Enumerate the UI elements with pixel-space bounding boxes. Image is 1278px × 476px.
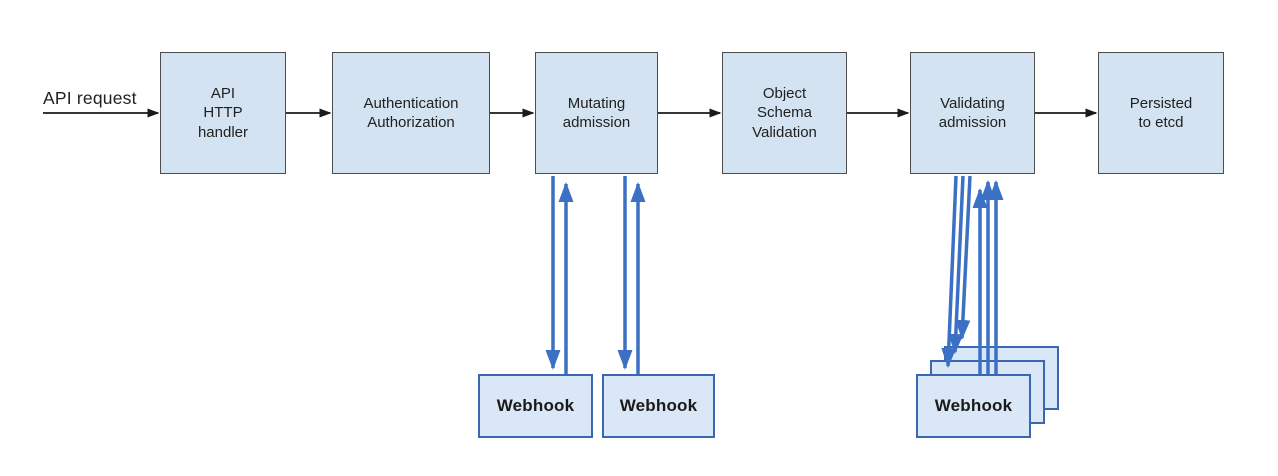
- node-authentication-authorization: Authentication Authorization: [332, 52, 490, 174]
- node-persisted-to-etcd-label: Persisted to etcd: [1129, 94, 1193, 131]
- api-request-label: API request: [43, 88, 137, 108]
- mutating-webhook-1: Webhook: [478, 374, 593, 438]
- validating-webhook-down-arrow-1: [941, 175, 958, 368]
- validating-webhook-stack-front: Webhook: [916, 374, 1031, 438]
- validating-webhook-label: Webhook: [934, 396, 1013, 415]
- mutating-webhook-1-label: Webhook: [496, 396, 575, 415]
- mutating-webhook-2: Webhook: [602, 374, 715, 438]
- node-validating-admission-label: Validating admission: [938, 94, 1007, 131]
- node-object-schema-validation: Object Schema Validation: [722, 52, 847, 174]
- node-api-http-handler: API HTTP handler: [160, 52, 286, 174]
- validating-webhook-down-arrow-3: [955, 175, 972, 340]
- node-authentication-authorization-label: Authentication Authorization: [363, 94, 459, 131]
- mutating-webhook-2-label: Webhook: [619, 396, 698, 415]
- node-mutating-admission-label: Mutating admission: [562, 94, 631, 131]
- validating-webhook-down-arrow-2: [948, 175, 965, 354]
- node-mutating-admission: Mutating admission: [535, 52, 658, 174]
- node-object-schema-validation-label: Object Schema Validation: [752, 85, 817, 141]
- node-api-http-handler-label: API HTTP handler: [197, 85, 249, 141]
- node-validating-admission: Validating admission: [910, 52, 1035, 174]
- node-persisted-to-etcd: Persisted to etcd: [1098, 52, 1224, 174]
